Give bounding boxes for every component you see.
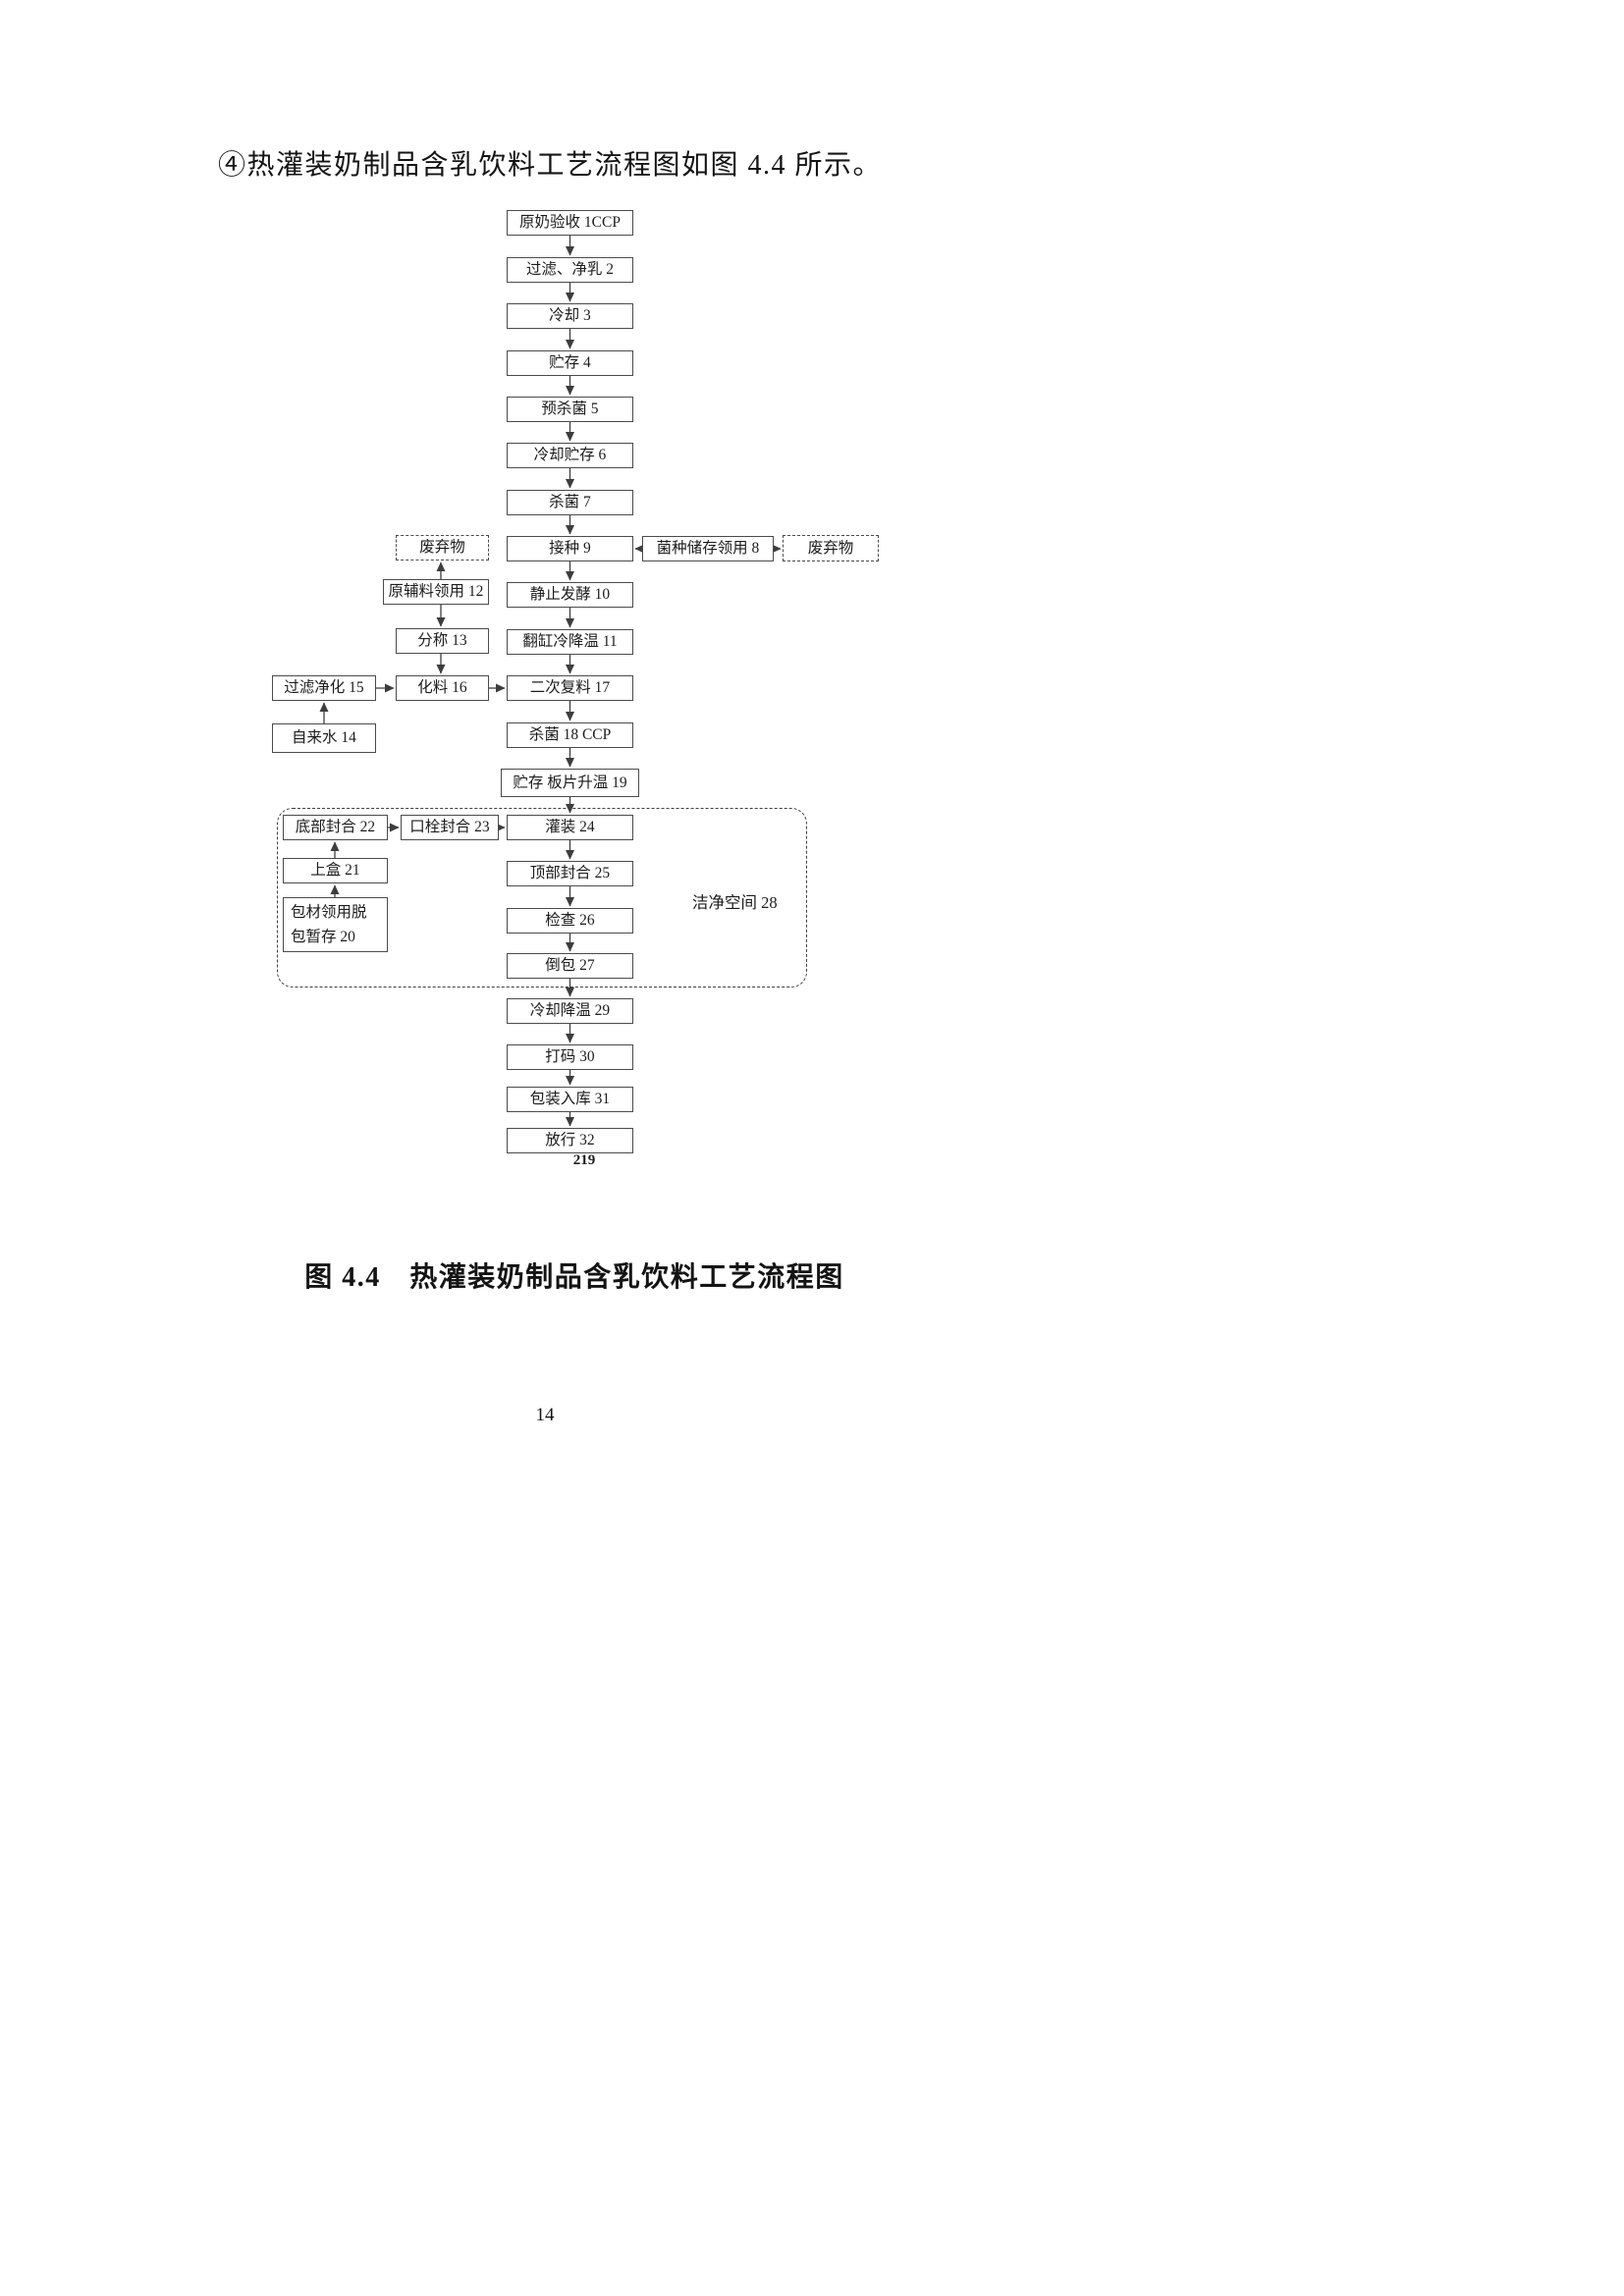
flow-node-cooling-down-29: 冷却降温 29 xyxy=(507,998,633,1024)
flow-node-sterilization-7: 杀菌 7 xyxy=(507,490,633,515)
flow-node-raw-milk-acceptance-1ccp: 原奶验收 1CCP xyxy=(507,210,633,236)
node-label-line-1: 包材领用脱 xyxy=(291,903,367,921)
flow-node-material-dissolving-16: 化料 16 xyxy=(396,675,489,701)
flow-node-filtration-clarification-2: 过滤、净乳 2 xyxy=(507,257,633,283)
flow-node-waste-right: 废弃物 xyxy=(783,535,879,561)
flow-node-bottom-sealing-22: 底部封合 22 xyxy=(283,815,388,840)
flow-node-release-32: 放行 32 xyxy=(507,1128,633,1153)
page-number: 14 xyxy=(535,1405,555,1425)
flow-node-cooled-storage-6: 冷却贮存 6 xyxy=(507,443,633,468)
flow-node-packaging-material-issue-20: 包材领用脱 包暂存 20 xyxy=(283,897,388,952)
flow-node-carton-loading-21: 上盒 21 xyxy=(283,858,388,883)
flow-node-tap-water-14: 自来水 14 xyxy=(272,723,376,753)
flow-node-packing-warehousing-31: 包装入库 31 xyxy=(507,1087,633,1112)
figure-caption: 图 4.4 热灌装奶制品含乳饮料工艺流程图 xyxy=(304,1262,844,1293)
flow-node-storage-plate-heating-19: 贮存 板片升温 19 xyxy=(501,769,639,797)
flow-node-tank-transfer-cooling-11: 翻缸冷降温 11 xyxy=(507,629,633,655)
flow-node-raw-aux-material-issue-12: 原辅料领用 12 xyxy=(383,579,489,605)
flow-node-filling-24: 灌装 24 xyxy=(507,815,633,840)
flow-node-inoculation-9: 接种 9 xyxy=(507,536,633,561)
section-heading: ④热灌装奶制品含乳饮料工艺流程图如图 4.4 所示。 xyxy=(218,150,883,181)
flow-node-secondary-mixing-17: 二次复料 17 xyxy=(507,675,633,701)
flow-node-waste-left: 废弃物 xyxy=(396,535,489,561)
flow-node-pack-inverting-27: 倒包 27 xyxy=(507,953,633,979)
flow-node-static-fermentation-10: 静止发酵 10 xyxy=(507,582,633,608)
flow-node-cooling-3: 冷却 3 xyxy=(507,303,633,329)
flow-node-coding-30: 打码 30 xyxy=(507,1044,633,1070)
embedded-page-number: 219 xyxy=(572,1152,596,1168)
flow-node-sterilization-18-ccp: 杀菌 18 CCP xyxy=(507,722,633,748)
flow-node-inspection-26: 检查 26 xyxy=(507,908,633,934)
flow-node-storage-4: 贮存 4 xyxy=(507,350,633,376)
flow-node-top-sealing-25: 顶部封合 25 xyxy=(507,861,633,886)
flow-node-pre-sterilization-5: 预杀菌 5 xyxy=(507,397,633,422)
flow-node-culture-storage-issue-8: 菌种储存领用 8 xyxy=(642,536,774,561)
node-label-line-2: 包暂存 20 xyxy=(291,928,355,945)
flow-node-filtration-purification-15: 过滤净化 15 xyxy=(272,675,376,701)
flow-node-spout-sealing-23: 口栓封合 23 xyxy=(401,815,499,840)
clean-room-boundary xyxy=(277,808,807,988)
clean-room-label: 洁净空间 28 xyxy=(692,893,778,912)
flow-node-weighing-13: 分称 13 xyxy=(396,628,489,654)
